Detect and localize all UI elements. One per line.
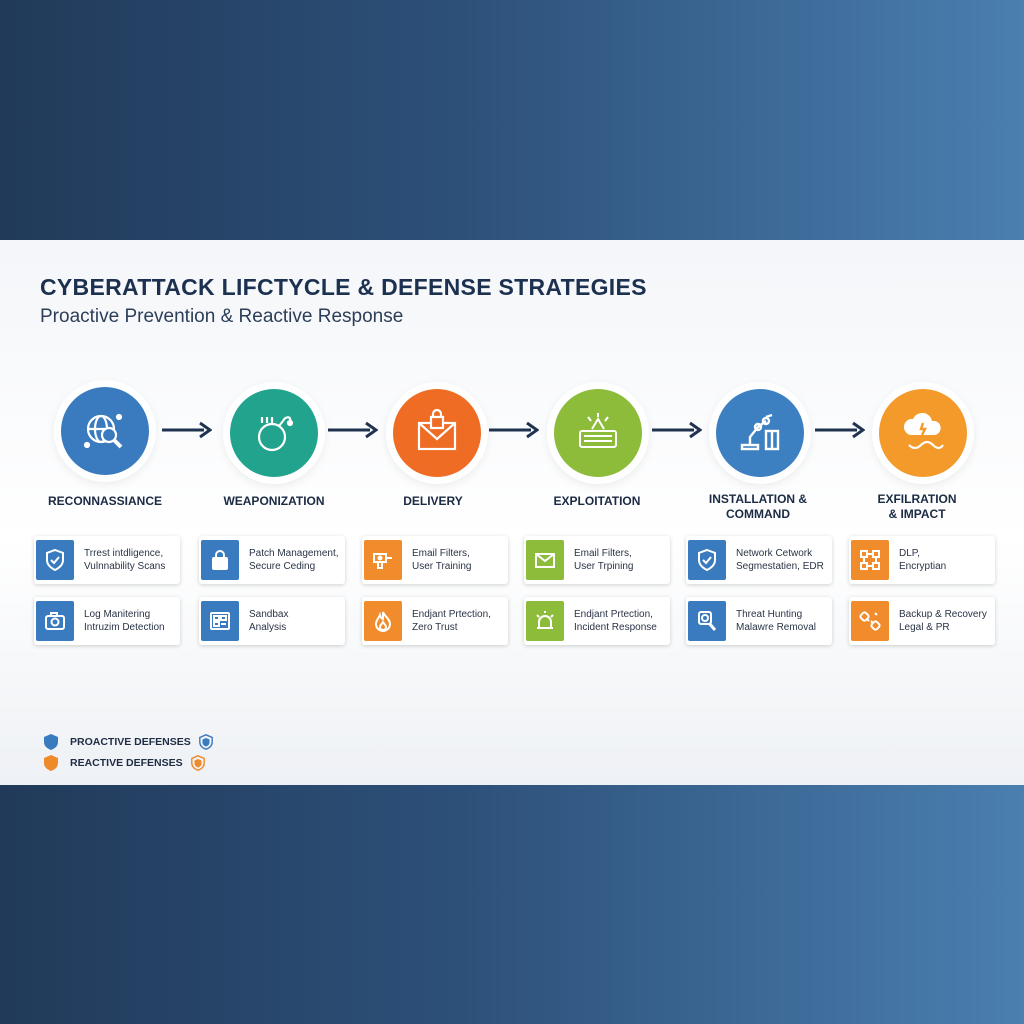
defense-card: Email Filters, User Trpining bbox=[524, 536, 670, 584]
stage-circle-installation-command bbox=[716, 389, 804, 477]
defense-card-text: Patch Management, Secure Ceding bbox=[249, 548, 339, 572]
broken-chain-icon bbox=[851, 601, 889, 641]
defense-card-text: Endjant Prtection, Incident Response bbox=[574, 609, 657, 633]
camera-icon bbox=[36, 601, 74, 641]
defense-card-text: DLP, Encryptian bbox=[899, 548, 947, 572]
shield-icon bbox=[44, 734, 58, 750]
defense-card: Network Cetwork Segmestatien, EDR bbox=[686, 536, 832, 584]
filter-icon bbox=[364, 540, 402, 580]
stage-circle-exploitation bbox=[554, 389, 642, 477]
defense-card-text: Threat Hunting Malawre Removal bbox=[736, 609, 817, 633]
sandbox-icon bbox=[201, 601, 239, 641]
content-panel bbox=[0, 240, 1024, 785]
defense-card: Endjant Prtection, Zero Trust bbox=[362, 597, 508, 645]
magnifier-icon bbox=[688, 601, 726, 641]
defense-card-text: Endjant Prtection, Zero Trust bbox=[412, 609, 491, 633]
stage-label-weaponization: WEAPONIZATION bbox=[223, 494, 325, 508]
defense-card-text: Sandbax Analysis bbox=[249, 609, 289, 633]
legend-label: REACTIVE DEFENSES bbox=[70, 757, 183, 769]
stage-label-exploitation: EXPLOITATION bbox=[553, 494, 641, 508]
defense-card-text: Trrest intdligence, Vulnnability Scans bbox=[84, 548, 166, 572]
keyboard-burst-icon bbox=[579, 413, 617, 448]
defense-card-text: Log Manitering Intruzim Detection bbox=[84, 609, 165, 633]
page-subtitle: Proactive Prevention & Reactive Response bbox=[40, 306, 404, 327]
alarm-icon bbox=[526, 601, 564, 641]
defense-card-text: Backup & Recovery Legal & PR bbox=[899, 609, 987, 633]
defense-card: Endjant Prtection, Incident Response bbox=[524, 597, 670, 645]
fire-icon bbox=[364, 601, 402, 641]
legend-proactive: PROACTIVE DEFENSES bbox=[44, 734, 213, 750]
envelope-lock-icon bbox=[417, 408, 457, 451]
cloud-chain-icon bbox=[903, 412, 944, 450]
envelope-icon bbox=[526, 540, 564, 580]
stage-label-installation-command: INSTALLATION & COMMAND bbox=[708, 492, 808, 521]
defense-card: Sandbax Analysis bbox=[199, 597, 345, 645]
stage-label-exfiltration-impact: EXFILRATION & IMPACT bbox=[877, 492, 957, 521]
shield-check-icon bbox=[36, 540, 74, 580]
defense-card-text: Email Filters, User Trpining bbox=[574, 548, 634, 572]
defense-card: Backup & Recovery Legal & PR bbox=[849, 597, 995, 645]
flow-arrow bbox=[815, 421, 865, 439]
flow-arrow bbox=[652, 421, 702, 439]
stage-circle-reconnaissance bbox=[61, 387, 149, 475]
shield-icon bbox=[190, 755, 205, 771]
flow-arrow bbox=[162, 421, 212, 439]
network-nodes-icon bbox=[851, 540, 889, 580]
defense-card-text: Network Cetwork Segmestatien, EDR bbox=[736, 548, 824, 572]
defense-card: Log Manitering Intruzim Detection bbox=[34, 597, 180, 645]
flow-arrow bbox=[328, 421, 378, 439]
page-title: CYBERATTACK LIFCTYCLE & DEFENSE STRATEGI… bbox=[40, 274, 647, 300]
stage-circle-weaponization bbox=[230, 389, 318, 477]
shield-icon bbox=[44, 755, 58, 771]
stage-circle-exfiltration-impact bbox=[879, 389, 967, 477]
defense-card-text: Email Filters, User Training bbox=[412, 548, 472, 572]
defense-card: DLP, Encryptian bbox=[849, 536, 995, 584]
flow-arrow bbox=[489, 421, 539, 439]
bomb-icon bbox=[257, 416, 294, 452]
defense-card: Threat Hunting Malawre Removal bbox=[686, 597, 832, 645]
stage-label-reconnaissance: RECONNASSIANCE bbox=[47, 494, 162, 508]
stage-circle-delivery bbox=[393, 389, 481, 477]
shield-check-icon bbox=[688, 540, 726, 580]
defense-card: Email Filters, User Training bbox=[362, 536, 508, 584]
robot-arm-icon bbox=[740, 413, 780, 451]
defense-card: Patch Management, Secure Ceding bbox=[199, 536, 345, 584]
stage-label-delivery: DELIVERY bbox=[403, 494, 463, 508]
lock-icon bbox=[201, 540, 239, 580]
legend-label: PROACTIVE DEFENSES bbox=[70, 736, 191, 748]
shield-icon bbox=[198, 734, 213, 750]
globe-search-icon bbox=[83, 413, 123, 449]
defense-card: Trrest intdligence, Vulnnability Scans bbox=[34, 536, 180, 584]
legend-reactive: REACTIVE DEFENSES bbox=[44, 755, 205, 771]
